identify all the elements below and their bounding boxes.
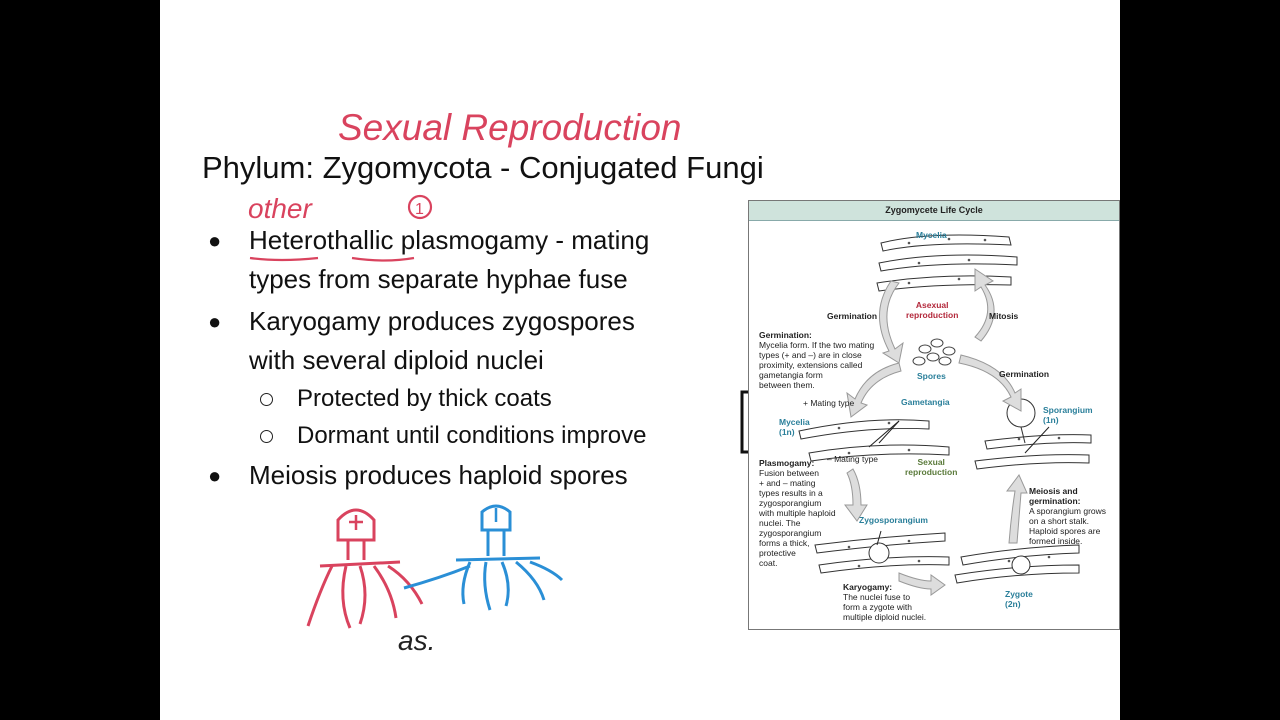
handwritten-heading: Sexual Reproduction bbox=[338, 107, 682, 148]
bullet-dot: ● bbox=[208, 309, 222, 334]
slide: Sexual Reproduction other 1 bbox=[160, 0, 1120, 720]
label-karyogamy: The nuclei fuse to form a zygote with mu… bbox=[843, 592, 927, 622]
bullet-2-line-2: with several diploid nuclei bbox=[249, 345, 544, 375]
sub-bullet-1: Protected by thick coats bbox=[297, 385, 552, 412]
nuclei bbox=[837, 237, 1061, 568]
label-sexual: Sexual reproduction bbox=[905, 457, 958, 477]
life-cycle-diagram: Zygomycete Life Cycle bbox=[748, 200, 1120, 630]
handwritten-circle bbox=[407, 194, 433, 220]
handwritten-one: 1 bbox=[415, 201, 424, 218]
handwritten-as: as. bbox=[398, 625, 435, 656]
pointer-lines bbox=[868, 420, 1050, 546]
label-zygote: Zygote (2n) bbox=[1005, 589, 1033, 609]
handwriting-layer: Sexual Reproduction other 1 bbox=[248, 107, 682, 656]
underline-thallic bbox=[351, 256, 415, 262]
underline-hetero bbox=[249, 256, 319, 262]
sub-bullet-2: Dormant until conditions improve bbox=[297, 422, 647, 449]
label-germination-note: Mycelia form. If the two mating types (+… bbox=[759, 340, 875, 390]
label-plasmogamy: Fusion between + and – mating types resu… bbox=[759, 468, 836, 568]
red-hypha-sketch bbox=[306, 508, 424, 629]
zygote-shape bbox=[1011, 555, 1031, 575]
label-zygosporangium: Zygosporangium bbox=[859, 515, 928, 525]
label-plus-mating: + Mating type bbox=[803, 398, 855, 408]
sub-bullet-ring bbox=[260, 430, 273, 443]
bullet-1-line-2: types from separate hyphae fuse bbox=[249, 264, 628, 294]
label-germination-note-title: Germination: bbox=[759, 330, 812, 340]
label-spores: Spores bbox=[917, 371, 946, 381]
diagram-title: Zygomycete Life Cycle bbox=[749, 201, 1119, 221]
slide-title: Phylum: Zygomycota - Conjugated Fungi bbox=[202, 150, 764, 185]
bullet-3-line-1: Meiosis produces haploid spores bbox=[249, 460, 628, 490]
bullet-dot: ● bbox=[208, 463, 222, 488]
label-gametangia: Gametangia bbox=[901, 397, 950, 407]
bullet-2-line-1: Karyogamy produces zygospores bbox=[249, 306, 635, 336]
sub-bullet-ring bbox=[260, 393, 273, 406]
cycle-arrows bbox=[844, 268, 1028, 596]
bullet-dot: ● bbox=[208, 228, 222, 253]
label-karyogamy-title: Karyogamy: bbox=[843, 582, 893, 592]
label-meiosis: A sporangium grows on a short stalk. Hap… bbox=[1029, 506, 1107, 546]
label-germination-right: Germination bbox=[999, 369, 1050, 379]
label-mycelia-left: Mycelia (1n) bbox=[779, 417, 810, 437]
label-plasmogamy-title: Plasmogamy: bbox=[759, 458, 815, 468]
label-germination-left: Germination bbox=[827, 311, 878, 321]
zygosporangium-shape bbox=[868, 542, 890, 564]
label-asexual: Asexual reproduction bbox=[906, 300, 959, 320]
bullet-1-term: Heterothallic bbox=[249, 225, 394, 255]
bullet-1-rest: plasmogamy - mating bbox=[393, 225, 650, 255]
diagram-graphics bbox=[798, 234, 1092, 596]
blue-hypha-sketch bbox=[403, 504, 564, 611]
label-sporangium: Sporangium (1n) bbox=[1043, 405, 1093, 425]
bullet-1-line-1: Heterothallic plasmogamy - mating bbox=[249, 225, 649, 256]
label-minus-mating: – Mating type bbox=[827, 454, 879, 464]
handwritten-other: other bbox=[248, 193, 313, 224]
spores bbox=[912, 338, 956, 366]
label-mycelia-top: Mycelia bbox=[916, 230, 947, 240]
label-mitosis: Mitosis bbox=[989, 311, 1019, 321]
label-meiosis-title: Meiosis and germination: bbox=[1029, 486, 1081, 506]
